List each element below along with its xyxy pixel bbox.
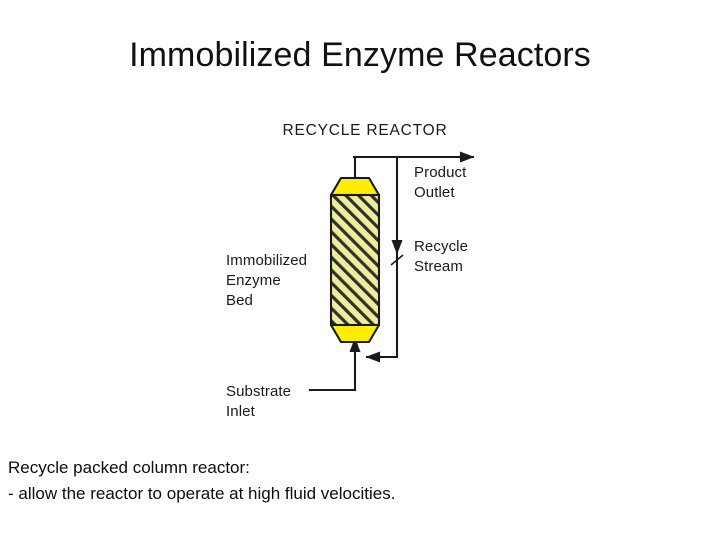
caption-line-1: Recycle packed column reactor: <box>8 458 250 477</box>
immobilized-enzyme-bed <box>329 193 381 327</box>
label-immobilized-enzyme-bed: Immobilized Enzyme Bed <box>226 252 307 309</box>
recycle-piping <box>365 155 403 363</box>
label-recycle-stream: Recycle Stream <box>414 238 468 275</box>
substrate-inlet-piping <box>308 337 361 392</box>
recycle-stream-line2: Stream <box>414 258 463 275</box>
bed-label-line1: Immobilized <box>226 252 307 269</box>
label-product-outlet: Product Outlet <box>414 164 467 201</box>
recycle-reactor-diagram: RECYCLE REACTOR <box>215 105 515 435</box>
product-outlet-line2: Outlet <box>414 184 455 201</box>
product-outlet-line1: Product <box>414 164 467 181</box>
caption-block: Recycle packed column reactor: - allow t… <box>8 455 708 507</box>
diagram-heading: RECYCLE REACTOR <box>282 122 447 139</box>
bed-label-line2: Enzyme <box>226 272 281 289</box>
outlet-piping <box>352 151 475 180</box>
page-title: Immobilized Enzyme Reactors <box>129 36 591 74</box>
substrate-inlet-line1: Substrate <box>226 383 291 400</box>
bed-label-line3: Bed <box>226 292 253 309</box>
recycle-leader-line <box>390 254 404 266</box>
column-top-cone <box>329 176 381 197</box>
caption-line-2: - allow the reactor to operate at high f… <box>8 484 396 503</box>
column-bottom-cone <box>329 323 381 344</box>
recycle-stream-line1: Recycle <box>414 238 468 255</box>
label-substrate-inlet: Substrate Inlet <box>226 383 291 420</box>
substrate-inlet-line2: Inlet <box>226 403 256 420</box>
recycle-reactor-svg: RECYCLE REACTOR <box>226 122 475 420</box>
reactor-column <box>329 176 381 344</box>
